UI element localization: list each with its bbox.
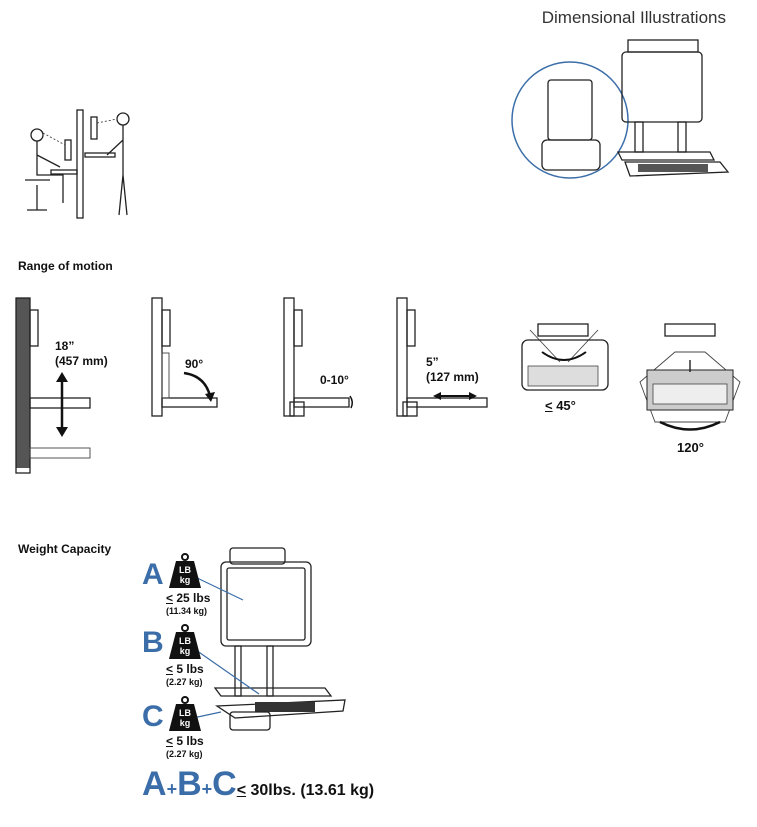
page-title: Dimensional Illustrations [541, 8, 726, 27]
height-adjust-illustration [15, 297, 91, 474]
range-of-motion-heading: Range of motion [18, 259, 113, 273]
keyboard-depth-label: 5”(127 mm) [426, 355, 479, 384]
keyboard-fold-label: 90° [185, 357, 204, 371]
keyboard-swivel-45-illustration [521, 323, 609, 391]
weight-total: A+B+C< 30lbs. (13.61 kg) [142, 765, 375, 803]
keyboard-tilt-label: 0-10° [320, 373, 349, 387]
keyboard-swivel-45-label: < 45° [545, 398, 576, 413]
weight-capacity-workstation-illustration [192, 547, 346, 731]
height-adjust-label: 18”(457 mm) [55, 339, 108, 368]
sit-stand-illustration [25, 109, 130, 219]
workstation-dimensional-illustration [511, 39, 730, 179]
keyboard-swivel-120-label: 120° [677, 440, 704, 455]
weight-letter-c: C [142, 700, 164, 733]
keyboard-swivel-120-illustration [639, 323, 741, 431]
weight-value-c: < 5 lbs(2.27 kg) [166, 734, 204, 760]
weight-letter-a: A [142, 558, 164, 591]
weight-value-a: < 25 lbs(11.34 kg) [166, 591, 211, 617]
keyboard-tilt-illustration [283, 297, 354, 417]
weight-value-b: < 5 lbs(2.27 kg) [166, 662, 204, 688]
weight-capacity-heading: Weight Capacity [18, 542, 112, 556]
weight-letter-b: B [142, 626, 164, 659]
keyboard-depth-illustration [396, 297, 488, 417]
keyboard-fold-illustration [151, 297, 218, 417]
